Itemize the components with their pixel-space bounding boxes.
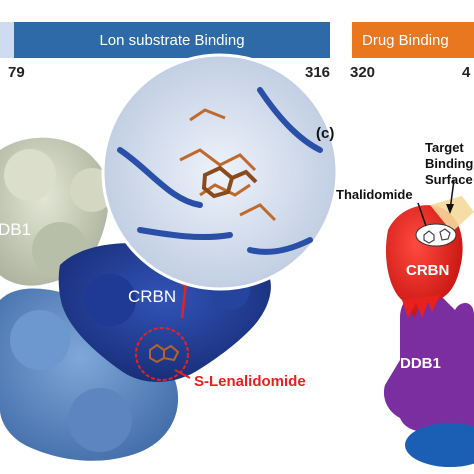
target-label-line-1: Target: [425, 140, 464, 155]
zoom-circle: [101, 53, 339, 291]
lon-substrate-binding-bar: Lon substrate Binding: [14, 22, 330, 58]
schematic-blue-base: [405, 423, 474, 467]
schematic-crbn-label: CRBN: [406, 262, 449, 279]
ddb1-structure-label: DB1: [0, 220, 31, 239]
ligand-label-arrow: [174, 369, 191, 379]
s-lenalidomide-label: S-Lenalidomide: [194, 373, 306, 390]
residue-316: 316: [305, 64, 331, 81]
zoom-arrow: [180, 281, 188, 319]
residue-320: 320: [350, 64, 376, 81]
drug-binding-bar: Drug Binding: [352, 22, 474, 58]
drug-binding-label: Drug Binding: [362, 31, 449, 49]
lower-lobe: [10, 310, 70, 370]
drug-sticks: [201, 165, 258, 199]
schematic-ddb1-label: DDB1: [400, 355, 441, 372]
crbn-structure-label: CRBN: [128, 287, 176, 306]
lower-lobe-2: [68, 388, 132, 452]
target-label-line-2: Binding: [425, 156, 473, 171]
schematic-ddb1: [383, 291, 474, 433]
protein-backbone-ribbons: [117, 87, 323, 255]
thalidomide-molecule: [423, 228, 451, 244]
lon-substrate-binding-label: Lon substrate Binding: [99, 31, 245, 49]
left-edge-bar: [0, 22, 14, 58]
thalidomide-label: Thalidomide: [336, 187, 413, 202]
crbn-lobe: [84, 274, 136, 326]
thalidomide-pill: [415, 223, 457, 247]
lenalidomide-ligand: [149, 343, 180, 364]
panel-letter: (c): [316, 125, 334, 142]
thalidomide-pointer: [417, 202, 427, 227]
residue-79: 79: [8, 64, 25, 81]
residue-4xx: 4: [462, 64, 471, 81]
ligand-pocket-circle: [135, 327, 189, 381]
ddb1-lobe-2: [4, 149, 56, 201]
schematic-crbn-teeth: [402, 295, 440, 318]
target-pointer-head: [446, 204, 454, 214]
target-binding-surface: [430, 196, 474, 232]
target-label-line-3: Surface: [425, 172, 473, 187]
